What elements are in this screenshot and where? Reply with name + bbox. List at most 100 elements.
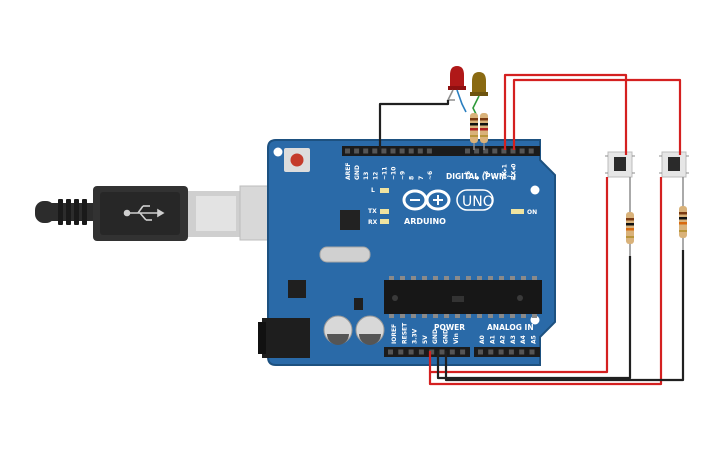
analog-pin-label: A3 bbox=[510, 335, 517, 344]
pushbutton-2[interactable] bbox=[659, 151, 689, 178]
digital-pin-label: ~5 bbox=[465, 171, 472, 180]
header-pin-hole[interactable] bbox=[460, 349, 466, 355]
reset-button[interactable] bbox=[284, 148, 310, 172]
led-label-rx: RX bbox=[368, 219, 378, 226]
digital-pin-label: TX▸1 bbox=[501, 164, 508, 180]
power-pin-label: Vin bbox=[453, 333, 460, 344]
header-pin-hole[interactable] bbox=[399, 148, 405, 154]
digital-pin-label: ~11 bbox=[381, 167, 388, 180]
digital-pin-label: 13 bbox=[363, 172, 370, 180]
power-pin-label: 5V bbox=[422, 335, 429, 344]
small-ic bbox=[354, 298, 363, 310]
wire-red-5v-button1 bbox=[428, 177, 609, 374]
power-pin-label: IOREF bbox=[391, 324, 398, 344]
power-pin-label: GND bbox=[432, 329, 439, 344]
uno-badge bbox=[456, 189, 494, 211]
digital-pin-label: 4 bbox=[474, 176, 481, 180]
power-pin-label: GND bbox=[443, 329, 450, 344]
header-pin-hole[interactable] bbox=[498, 349, 504, 355]
header-pin-hole[interactable] bbox=[449, 349, 455, 355]
analog-pin-label: A1 bbox=[489, 335, 496, 344]
power-pin-label: RESET bbox=[401, 322, 408, 344]
wires[interactable] bbox=[378, 73, 685, 386]
usb-icon bbox=[123, 205, 165, 221]
power-pin-label: 3.3V bbox=[412, 328, 419, 344]
header-pin-hole[interactable] bbox=[426, 148, 432, 154]
digital-pin-label: ~6 bbox=[427, 171, 434, 180]
header-pin-hole[interactable] bbox=[439, 349, 445, 355]
atmega-chip bbox=[384, 276, 542, 318]
wire-black-gnd-resistor1 bbox=[436, 256, 632, 380]
wire-red-pin2-button2 bbox=[512, 78, 682, 155]
voltage-regulator bbox=[288, 280, 306, 298]
header-pin-hole[interactable] bbox=[519, 148, 525, 154]
capacitor-2 bbox=[355, 315, 385, 345]
analog-pin-label: A5 bbox=[531, 335, 538, 344]
model-label: UNO bbox=[462, 194, 494, 210]
digital-pin-label: 7 bbox=[418, 176, 425, 180]
digital-pin-label: 12 bbox=[372, 172, 379, 180]
status-leds bbox=[380, 188, 524, 224]
digital-pin-label: ~3 bbox=[483, 171, 490, 180]
usb-controller-chip bbox=[340, 210, 360, 230]
header-pin-hole[interactable] bbox=[465, 148, 470, 154]
header-pin-hole[interactable] bbox=[474, 148, 480, 154]
header-pin-hole[interactable] bbox=[483, 148, 489, 154]
header-pin-hole[interactable] bbox=[510, 148, 516, 154]
brand-label: ARDUINO bbox=[404, 217, 446, 226]
header-pin-hole[interactable] bbox=[508, 349, 514, 355]
digital-header-strip[interactable] bbox=[342, 146, 540, 156]
header-pin-hole[interactable] bbox=[388, 349, 393, 355]
on-label: ON bbox=[527, 209, 537, 216]
yellow-led[interactable] bbox=[470, 72, 488, 96]
header-pin-hole[interactable] bbox=[528, 148, 534, 154]
header-pin-hole[interactable] bbox=[418, 349, 424, 355]
digital-pin-label: 2 bbox=[492, 176, 499, 180]
header-pin-hole[interactable] bbox=[390, 148, 396, 154]
analog-header-strip[interactable] bbox=[474, 347, 540, 357]
header-pin-hole[interactable] bbox=[417, 148, 423, 154]
wire-red-pin3-button1 bbox=[503, 73, 628, 155]
header-pin-hole[interactable] bbox=[492, 148, 498, 154]
digital-pin-label: RX◂0 bbox=[511, 164, 518, 180]
header-pin-hole[interactable] bbox=[372, 148, 378, 154]
button-resistor-leads bbox=[629, 177, 684, 256]
header-pin-hole[interactable] bbox=[398, 349, 404, 355]
led-label-l: L bbox=[371, 187, 375, 194]
crystal-oscillator bbox=[319, 246, 371, 263]
button-resistor-1 bbox=[626, 212, 634, 244]
header-pin-hole[interactable] bbox=[381, 148, 387, 154]
capacitor-1 bbox=[323, 315, 353, 345]
header-pin-hole[interactable] bbox=[363, 148, 369, 154]
header-pin-hole[interactable] bbox=[354, 148, 360, 154]
header-pin-hole[interactable] bbox=[519, 349, 525, 355]
header-pin-hole[interactable] bbox=[429, 349, 435, 355]
resistor-leads bbox=[473, 143, 485, 150]
power-header-label: POWER bbox=[434, 323, 465, 332]
digital-pin-label: GND bbox=[354, 165, 361, 180]
led-label-tx: TX bbox=[368, 208, 377, 215]
digital-header-label: DIGITAL (PWM~) bbox=[446, 172, 516, 181]
digital-pin-label: AREF bbox=[345, 163, 352, 180]
power-header-strip[interactable] bbox=[384, 347, 470, 357]
analog-header-label: ANALOG IN bbox=[487, 323, 534, 332]
header-pin-hole[interactable] bbox=[529, 349, 535, 355]
header-pin-hole[interactable] bbox=[408, 148, 414, 154]
header-pin-hole[interactable] bbox=[501, 148, 507, 154]
header-pin-hole[interactable] bbox=[408, 349, 414, 355]
wire-black-gnd-resistor2 bbox=[444, 250, 685, 382]
power-jack[interactable] bbox=[258, 318, 310, 358]
digital-pin-label: 8 bbox=[409, 176, 416, 180]
pushbutton-1[interactable] bbox=[605, 151, 635, 178]
header-pin-hole[interactable] bbox=[478, 349, 483, 355]
led-resistor-2 bbox=[480, 113, 488, 143]
button-resistor-2 bbox=[679, 206, 687, 238]
header-pin-hole[interactable] bbox=[488, 349, 494, 355]
header-pin-hole[interactable] bbox=[345, 148, 350, 154]
red-led[interactable] bbox=[448, 66, 466, 90]
analog-pin-label: A0 bbox=[479, 335, 486, 344]
led-resistor-1 bbox=[470, 113, 478, 143]
wire-red-5v-button2 bbox=[428, 177, 663, 386]
